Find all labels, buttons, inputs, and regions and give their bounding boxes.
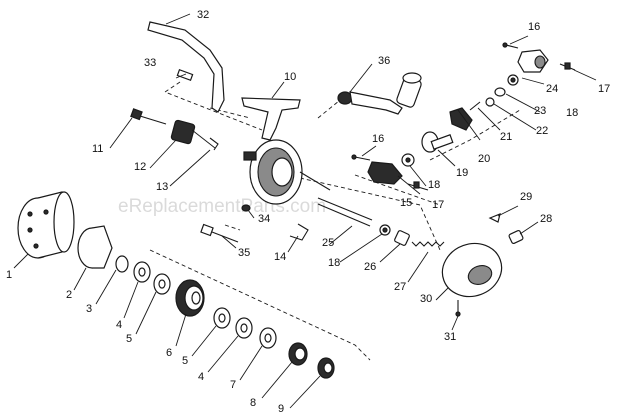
watermark-text: eReplacementParts.com <box>118 196 326 217</box>
part-16-top-screw <box>502 42 519 49</box>
part-21-pin <box>469 101 481 111</box>
callout-11: 11 <box>92 143 103 155</box>
part-27-spring <box>411 241 445 247</box>
callout-12: 12 <box>134 161 146 173</box>
callout-1: 1 <box>6 269 12 281</box>
part-12-gear <box>170 119 216 149</box>
part-17-top-screw <box>559 62 576 71</box>
callout-35: 35 <box>238 247 250 259</box>
callout-26: 26 <box>364 261 376 273</box>
part-9-ring <box>317 357 335 379</box>
callout-labels: 32 33 10 36 16 17 24 18 23 22 21 20 19 1… <box>6 9 610 414</box>
part-3-ring <box>115 255 129 273</box>
part-25-main-shaft <box>317 197 373 227</box>
part-20-arm <box>449 107 481 141</box>
callout-32: 32 <box>197 9 209 21</box>
callout-4-upper: 4 <box>116 319 122 331</box>
callout-3: 3 <box>86 303 92 315</box>
callout-14: 14 <box>274 251 286 263</box>
callout-2: 2 <box>66 289 72 301</box>
callout-25: 25 <box>322 237 334 249</box>
part-4-washer-lower <box>235 317 253 339</box>
part-22-washer <box>485 97 495 107</box>
callout-28: 28 <box>540 213 552 225</box>
callout-6: 6 <box>166 347 172 359</box>
callout-16-mid: 16 <box>372 133 384 145</box>
part-18-washer-mid <box>401 153 415 167</box>
leader-lines <box>13 13 597 409</box>
part-18-washer-top <box>507 74 519 86</box>
part-23-washer <box>494 87 506 97</box>
callout-5-lower: 5 <box>182 355 188 367</box>
callout-30: 30 <box>420 293 432 305</box>
part-19-shaft <box>421 131 456 167</box>
callout-10: 10 <box>284 71 296 83</box>
assembly-lines <box>149 81 521 361</box>
callout-17-mid: 17 <box>432 199 444 211</box>
callout-9: 9 <box>278 403 284 414</box>
callout-5-upper: 5 <box>126 333 132 345</box>
part-5-washer-upper <box>153 273 171 295</box>
part-30-rear-cover <box>441 242 503 298</box>
part-11-screw <box>130 108 167 125</box>
part-7-washer <box>259 327 277 349</box>
callout-20: 20 <box>478 153 490 165</box>
callout-22: 22 <box>536 125 548 137</box>
callout-34: 34 <box>258 213 270 225</box>
part-4-washer-upper <box>133 261 151 283</box>
callout-24: 24 <box>546 83 558 95</box>
callout-36: 36 <box>378 55 390 67</box>
callout-23: 23 <box>534 105 546 117</box>
callout-27: 27 <box>394 281 406 293</box>
part-31-screw <box>455 300 461 317</box>
part-10-reel-body <box>241 97 331 205</box>
callout-13: 13 <box>156 181 168 193</box>
callout-33: 33 <box>144 57 156 69</box>
part-36-handle <box>337 72 422 115</box>
part-5-washer-lower <box>213 307 231 329</box>
callout-18-mid: 18 <box>428 179 440 191</box>
part-28-knob <box>508 229 524 245</box>
part-14-clip <box>289 223 309 241</box>
part-2-cup <box>77 225 113 269</box>
callout-21: 21 <box>500 131 512 143</box>
callout-4-lower: 4 <box>198 371 204 383</box>
callout-15: 15 <box>400 197 412 209</box>
part-33-bail-pin <box>176 69 194 81</box>
part-6-spool <box>175 279 205 317</box>
part-35-screw <box>200 223 239 243</box>
callout-31: 31 <box>444 331 456 343</box>
callout-16-top: 16 <box>528 21 540 33</box>
callout-18-top: 18 <box>566 107 578 119</box>
part-34-washer <box>241 204 251 212</box>
part-17-mid-screw <box>407 181 429 191</box>
callout-7: 7 <box>230 379 236 391</box>
part-13-clip <box>209 137 219 151</box>
part-16-mid-screw <box>351 154 371 161</box>
callout-8: 8 <box>250 397 256 409</box>
callout-19: 19 <box>456 167 468 179</box>
part-29-tab <box>488 213 501 223</box>
part-8-ring <box>288 342 308 366</box>
part-24-cover-block <box>517 49 549 73</box>
callout-18-low: 18 <box>328 257 340 269</box>
part-15-cover-plate <box>367 161 421 195</box>
part-26-bushing <box>394 230 410 246</box>
part-1-front-housing <box>17 191 75 259</box>
callout-29: 29 <box>520 191 532 203</box>
part-18-washer-low <box>379 224 391 236</box>
part-32-bail-wire <box>147 21 225 113</box>
callout-17-top: 17 <box>598 83 610 95</box>
